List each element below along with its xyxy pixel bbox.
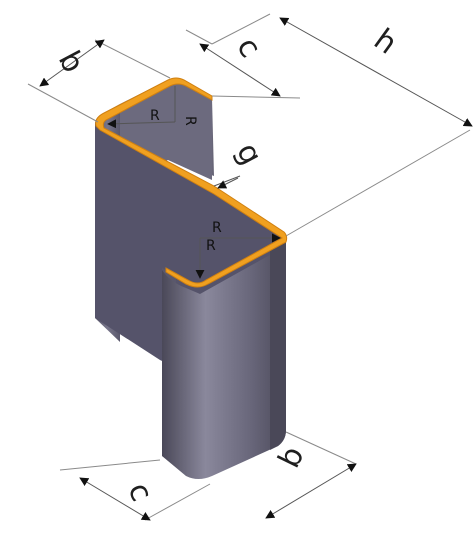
profile-edge-highlight — [95, 77, 288, 288]
radius-label-3: R — [212, 220, 222, 236]
ext-line-h-bottom — [285, 129, 471, 237]
ext-line-b-right — [94, 39, 171, 79]
dim-line-c-bottom — [79, 477, 151, 521]
ext-line-c-left — [185, 29, 213, 45]
radius-label-1: R — [150, 108, 160, 124]
ext-line-b-left — [27, 83, 99, 123]
dim-line-c-top — [199, 43, 281, 97]
dim-line-b-top — [39, 39, 105, 87]
ext-line-c-bottom-right — [144, 483, 211, 521]
dimension-label-b-bottom: b — [272, 441, 312, 473]
dim-line-b-bottom — [265, 463, 357, 519]
dim-line-g — [213, 175, 241, 187]
dimension-label-c-top: c — [229, 31, 267, 64]
dim-line-h — [279, 17, 473, 127]
ext-line-c-bottom-left — [59, 459, 161, 471]
dimension-label-c-bottom: c — [121, 478, 160, 506]
dimension-label-g: g — [229, 137, 269, 170]
radius-label-4: R — [206, 238, 216, 254]
lower-front-face — [162, 246, 286, 479]
right-edge-face — [270, 242, 286, 450]
radius-label-2: R — [182, 116, 198, 126]
dimension-label-h: h — [367, 22, 403, 61]
ext-line-c-right — [211, 95, 301, 99]
radius-guide-2 — [107, 119, 176, 129]
ext-line-h-top — [211, 13, 271, 45]
dim-arrow-g — [217, 177, 239, 189]
ext-line-b-bottom-right — [285, 431, 357, 465]
